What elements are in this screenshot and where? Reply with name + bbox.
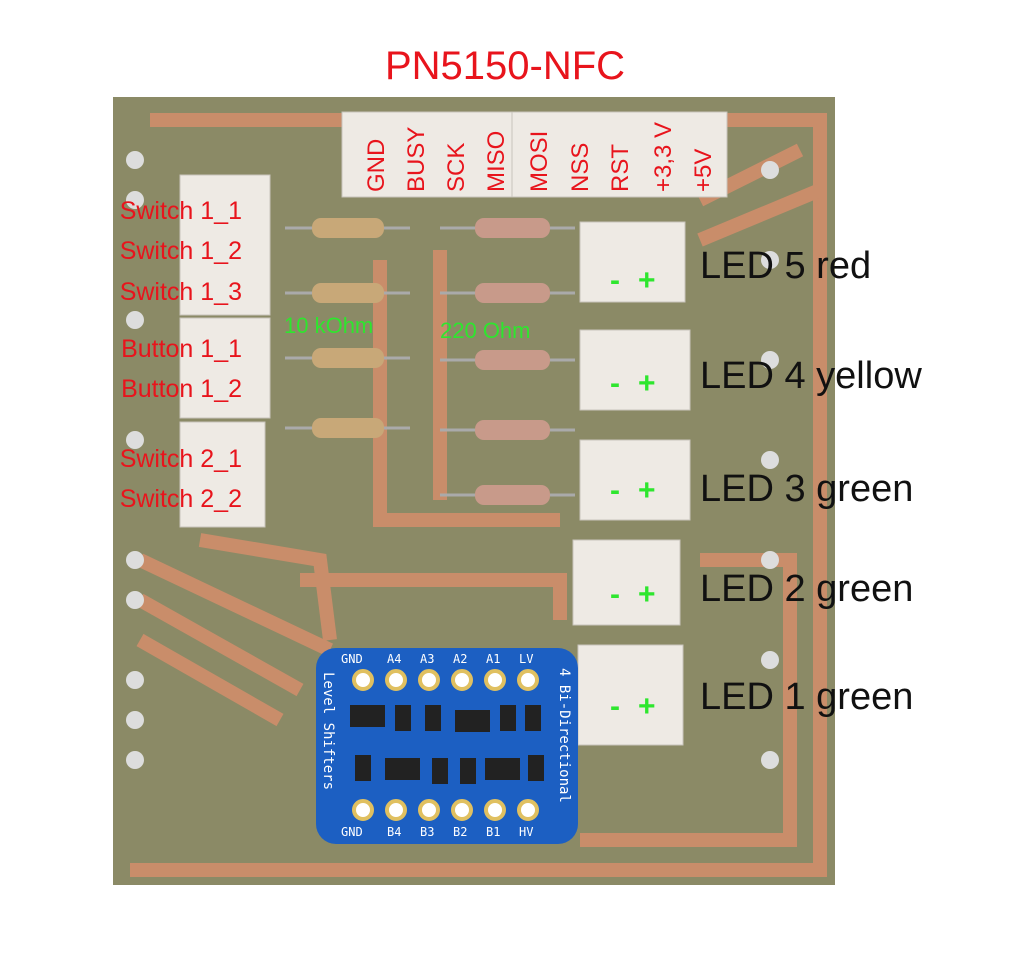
shifter-pads bbox=[352, 669, 539, 821]
ls-label-level-shifters: Level Shifters bbox=[320, 672, 336, 791]
label-switch-1-1: Switch 1_1 bbox=[119, 197, 242, 225]
pin-label-mosi: MOSI bbox=[526, 130, 553, 192]
label-switch-1-2: Switch 1_2 bbox=[119, 237, 242, 265]
led-connectors bbox=[572, 221, 691, 746]
led2-minus: - bbox=[610, 578, 620, 611]
label-switch-1-3: Switch 1_3 bbox=[119, 278, 242, 306]
pin-holes-right bbox=[761, 161, 779, 769]
led4-plus: + bbox=[638, 367, 656, 400]
led3-minus: - bbox=[610, 474, 620, 507]
resistor-bodies bbox=[312, 218, 550, 505]
led1-plus: + bbox=[638, 690, 656, 723]
ls-pin-gnd-bottom: GND bbox=[341, 825, 363, 839]
led5-minus: - bbox=[610, 264, 620, 297]
ls-pin-b3: B3 bbox=[420, 825, 435, 839]
label-button-1-1: Button 1_1 bbox=[121, 335, 242, 363]
ls-pin-a3: A3 bbox=[420, 652, 435, 666]
label-led-1: LED 1 green bbox=[700, 676, 914, 718]
pin-label-busy: BUSY bbox=[403, 126, 430, 192]
board-title: PN5150-NFC bbox=[384, 44, 626, 88]
label-button-1-2: Button 1_2 bbox=[121, 375, 242, 403]
ls-pin-b1: B1 bbox=[486, 825, 501, 839]
input-connectors bbox=[179, 174, 271, 528]
label-10k-resistors: 10 kOhm bbox=[284, 313, 374, 338]
ls-pin-hv: HV bbox=[519, 825, 534, 839]
ls-pin-a2: A2 bbox=[453, 652, 468, 666]
led5-plus: + bbox=[638, 264, 656, 297]
shifter-components bbox=[350, 705, 544, 784]
ls-pin-b2: B2 bbox=[453, 825, 468, 839]
led1-minus: - bbox=[610, 690, 620, 723]
pin-holes-left bbox=[126, 151, 144, 769]
label-led-4: LED 4 yellow bbox=[700, 355, 922, 397]
pin-label-gnd: GND bbox=[363, 138, 390, 192]
level-shifter-board bbox=[316, 648, 578, 844]
pin-label-3v3: +3,3 V bbox=[650, 121, 677, 192]
pin-label-rst: RST bbox=[607, 144, 634, 192]
pin-label-nss: NSS bbox=[567, 142, 594, 192]
pin-label-miso: MISO bbox=[483, 130, 510, 192]
label-switch-2-1: Switch 2_1 bbox=[119, 445, 242, 473]
pin-label-5v: +5V bbox=[690, 148, 717, 192]
header-connectors bbox=[341, 111, 728, 198]
led2-plus: + bbox=[638, 578, 656, 611]
ls-pin-b4: B4 bbox=[387, 825, 402, 839]
ls-pin-a4: A4 bbox=[387, 652, 402, 666]
led3-plus: + bbox=[638, 474, 656, 507]
ls-label-bidirectional: 4 Bi-Directional bbox=[556, 668, 572, 803]
ls-pin-lv: LV bbox=[519, 652, 534, 666]
ls-pin-a1: A1 bbox=[486, 652, 501, 666]
led4-minus: - bbox=[610, 367, 620, 400]
label-led-5: LED 5 red bbox=[700, 245, 872, 287]
label-switch-2-2: Switch 2_2 bbox=[119, 485, 242, 513]
label-led-3: LED 3 green bbox=[700, 468, 914, 510]
label-220-resistors: 220 Ohm bbox=[440, 318, 531, 343]
ls-pin-gnd-top: GND bbox=[341, 652, 363, 666]
label-led-2: LED 2 green bbox=[700, 568, 914, 610]
pin-label-sck: SCK bbox=[443, 142, 470, 192]
